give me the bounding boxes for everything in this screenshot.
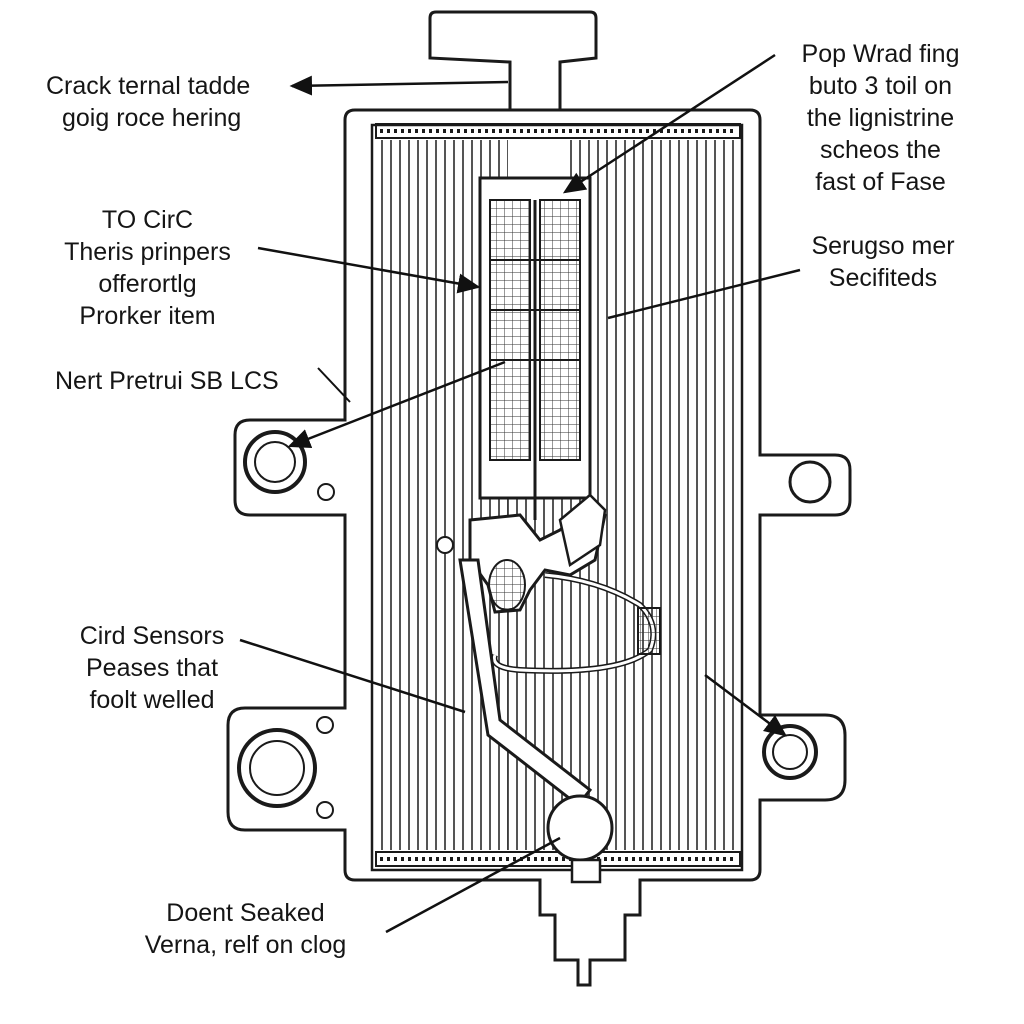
- label-top-left: Crack ternal tadde goig roce hering: [46, 72, 251, 132]
- leader-right-mid: [607, 268, 801, 320]
- leader-top-right: [562, 53, 776, 194]
- drain-plug: [546, 794, 614, 862]
- leader-mid-left: [257, 246, 481, 294]
- sensor-coupling: [637, 607, 661, 655]
- label-bottom: Doent Seaked Verna, relf on clog: [144, 899, 347, 959]
- label-right-mid: Serugso mer Secifiteds: [811, 232, 955, 292]
- label-mid-left: TO CirC Theris prinpers offerortlg Prork…: [64, 206, 231, 330]
- leader-lower-right: [704, 674, 787, 737]
- mount-hole-right-upper: [788, 460, 832, 504]
- core-fins-right: [566, 140, 736, 850]
- leader-bottom: [385, 836, 561, 934]
- leader-top-left: [289, 75, 509, 96]
- label-lower-left: Cird Sensors Peases that foolt welled: [79, 622, 225, 714]
- drain-pipe: [458, 558, 593, 808]
- filler-neck: [428, 10, 598, 112]
- label-left-port: Nert Pretrui SB LCS: [55, 367, 279, 395]
- filter-mesh-right: [539, 199, 581, 461]
- filter-mesh-left: [489, 199, 531, 461]
- leader-left-port-tick: [317, 367, 351, 403]
- top-rail: [375, 123, 741, 139]
- label-top-right: Pop Wrad fing buto 3 toil on the lignist…: [801, 40, 960, 196]
- leader-lower-left: [239, 638, 466, 714]
- leader-left-port: [287, 360, 506, 449]
